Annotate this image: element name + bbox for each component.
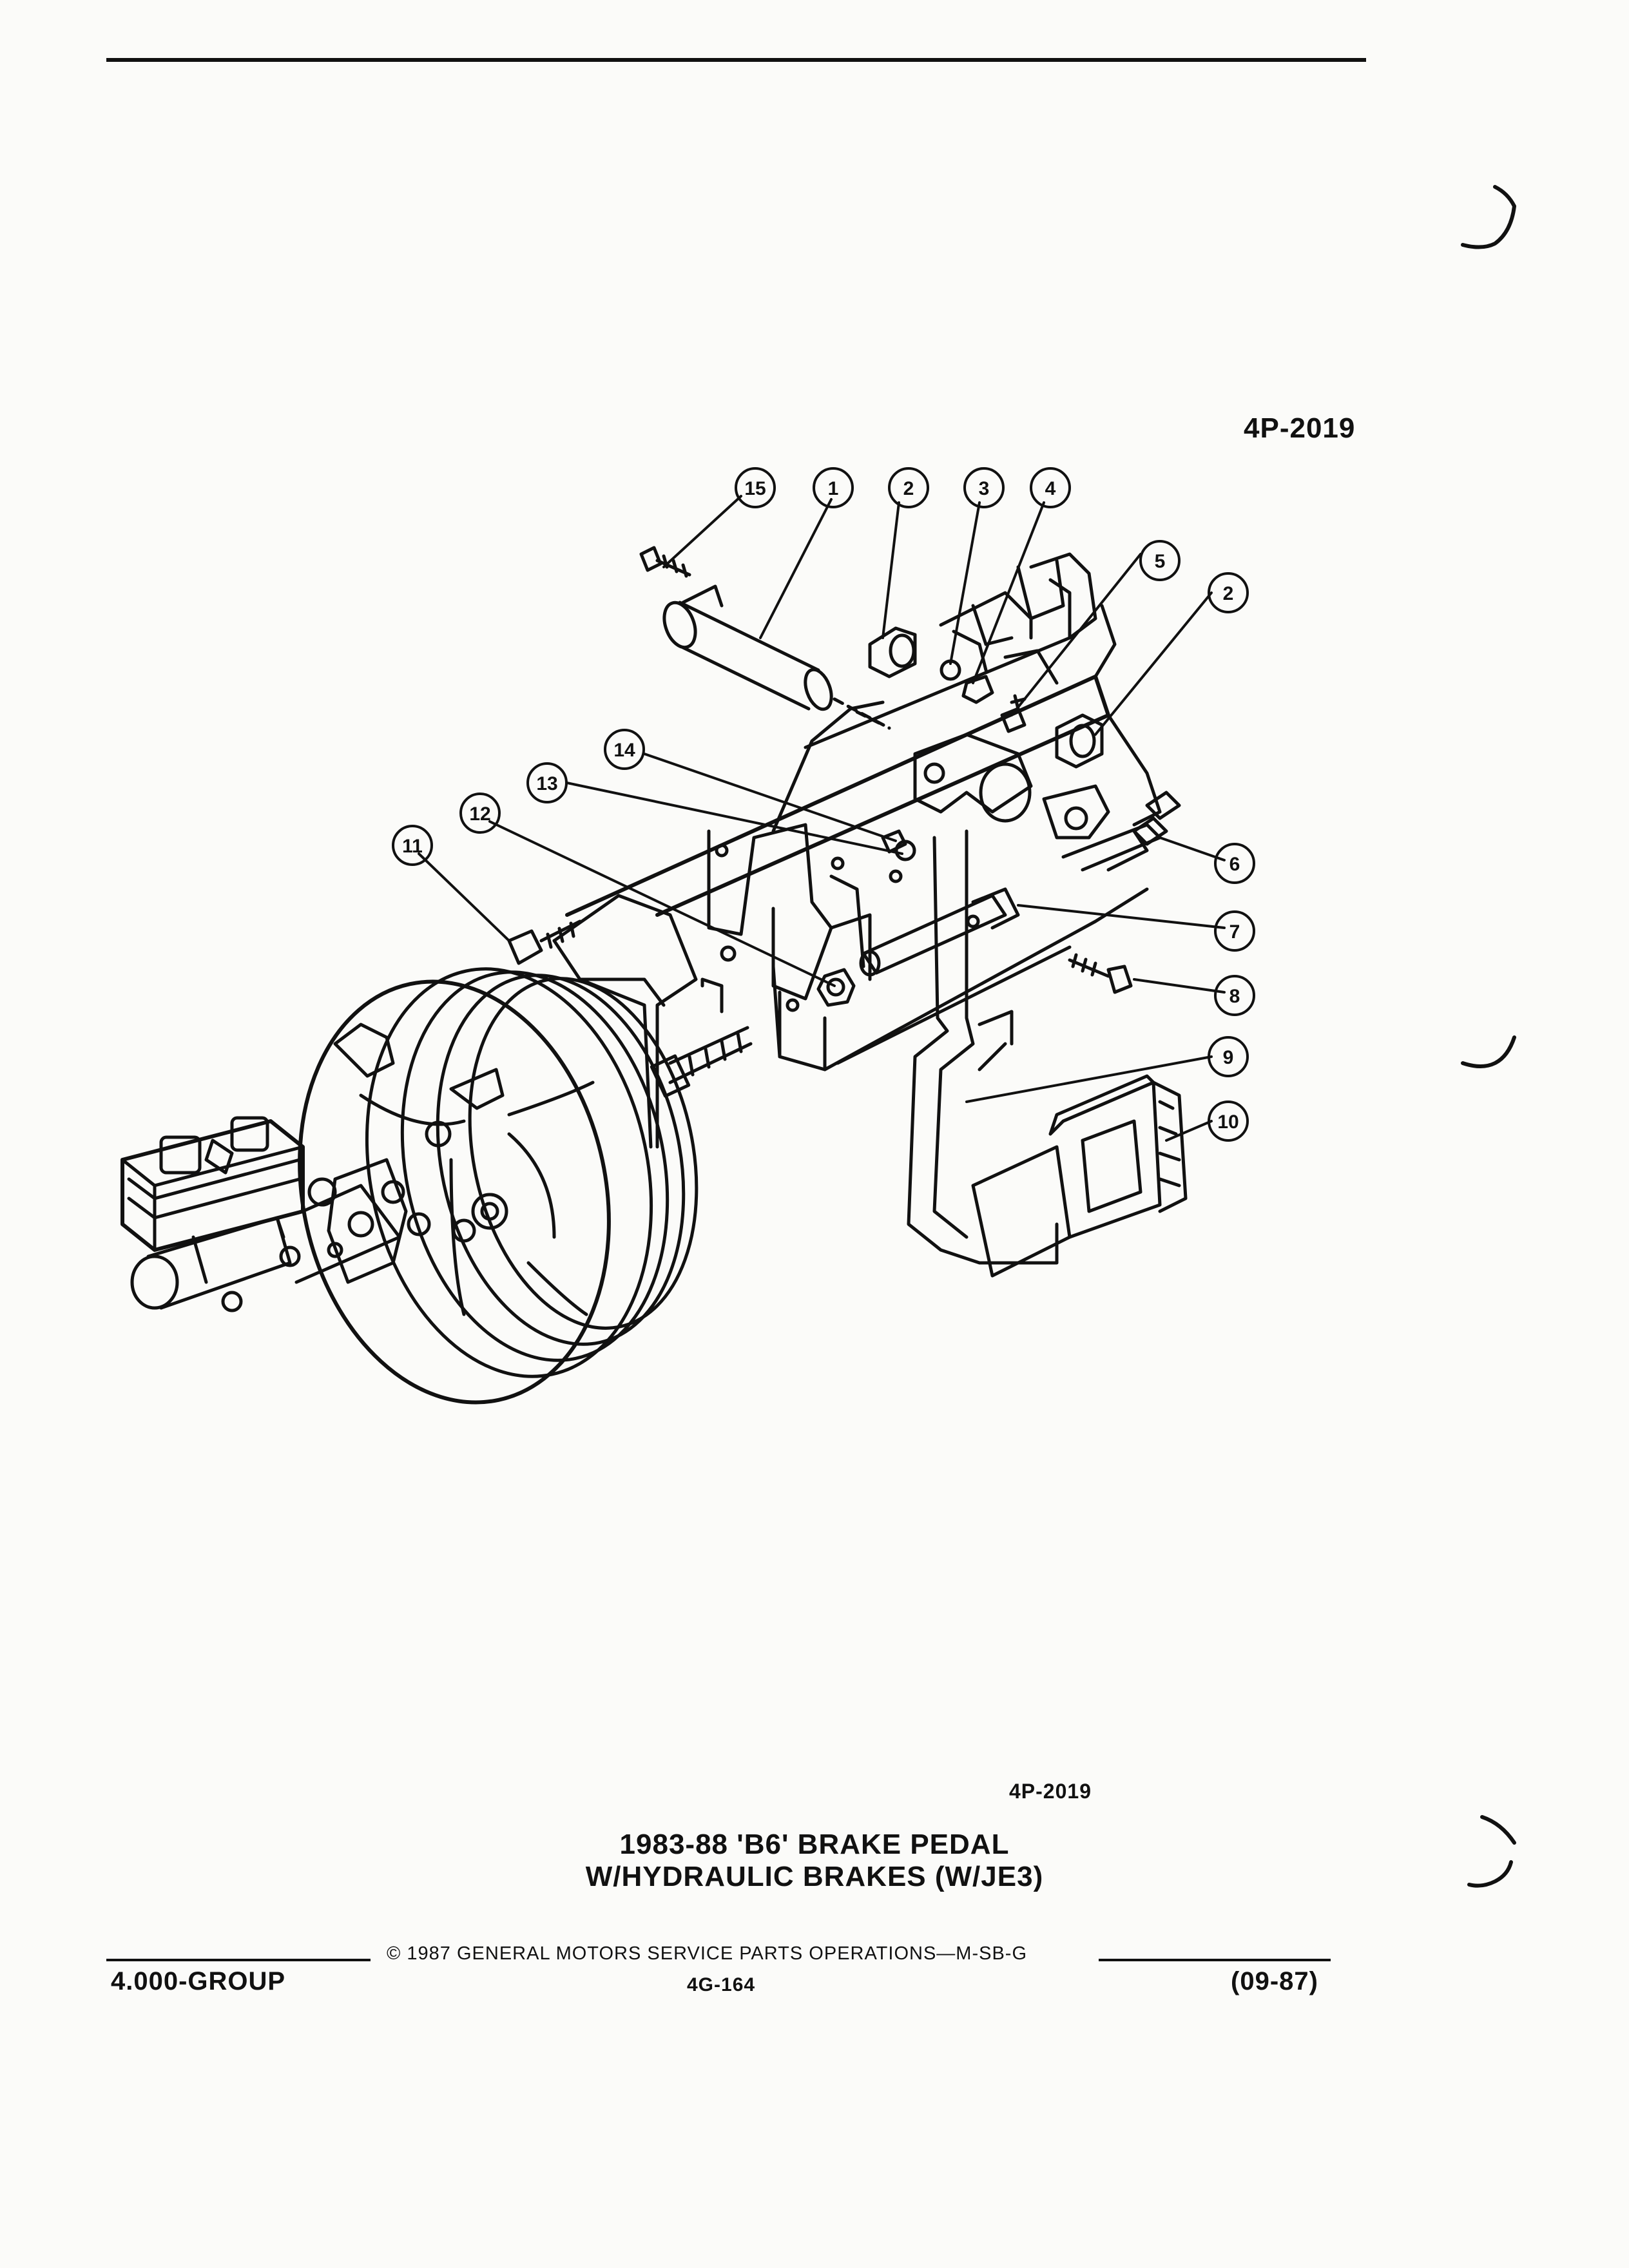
- svg-text:15: 15: [744, 478, 766, 499]
- footer-rule-right: [1099, 1959, 1331, 1961]
- callout-1: 1: [813, 467, 854, 508]
- pedal-support-bracket: [552, 552, 1162, 1149]
- nut-12: [816, 968, 856, 1007]
- svg-text:4: 4: [1045, 478, 1056, 499]
- washer-13: [894, 840, 916, 861]
- svg-text:13: 13: [536, 773, 557, 794]
- callout-9: 9: [1208, 1036, 1249, 1077]
- svg-text:10: 10: [1217, 1111, 1239, 1133]
- brake-pedal-arm-9: [907, 829, 1059, 1265]
- figure-caption-line2: W/HYDRAULIC BRAKES (W/JE3): [585, 1861, 1044, 1892]
- figure-caption-line1: 1983-88 'B6' BRAKE PEDAL: [619, 1829, 1010, 1860]
- vacuum-booster: [298, 967, 699, 1405]
- leader-lines: [418, 495, 1226, 1142]
- pedal-bushing-right: [1055, 713, 1104, 769]
- svg-text:8: 8: [1229, 986, 1240, 1007]
- callout-12: 12: [459, 793, 501, 834]
- scan-binding-marks: [1461, 185, 1516, 1888]
- master-cylinder: [120, 1116, 476, 1312]
- nut-14: [881, 829, 907, 854]
- pushrod-clevis-7: [859, 887, 1020, 977]
- svg-text:11: 11: [402, 836, 423, 857]
- svg-text:1: 1: [828, 478, 839, 499]
- callout-2-left: 2: [888, 467, 929, 508]
- svg-text:2: 2: [903, 478, 914, 499]
- page-number: 4G-164: [687, 1974, 756, 1995]
- callout-4: 4: [1030, 467, 1071, 508]
- group-number: 4.000-GROUP: [111, 1967, 286, 1995]
- callout-15: 15: [735, 467, 776, 508]
- callout-7: 7: [1214, 910, 1255, 952]
- callout-5: 5: [1139, 540, 1181, 581]
- svg-text:14: 14: [613, 740, 635, 761]
- callouts: 15 1 2 3 4 5 2 14 13 12 11 6 7 8 9 10: [392, 467, 1255, 1142]
- callout-8: 8: [1214, 975, 1255, 1016]
- stoplamp-switch-bracket-6: [1061, 791, 1181, 872]
- figure-reference-bottom: 4P-2019: [1009, 1780, 1092, 1803]
- svg-text:9: 9: [1223, 1047, 1234, 1068]
- svg-text:3: 3: [979, 478, 990, 499]
- callout-2-right: 2: [1208, 572, 1249, 613]
- pedal-pivot-shaft: [662, 584, 891, 730]
- svg-text:6: 6: [1229, 854, 1240, 875]
- figure-reference-top: 4P-2019: [1244, 412, 1356, 444]
- nut-4: [961, 675, 994, 704]
- bolt-8: [1068, 953, 1133, 994]
- copyright-line: © 1987 GENERAL MOTORS SERVICE PARTS OPER…: [387, 1943, 1027, 1964]
- svg-text:5: 5: [1155, 551, 1166, 572]
- callout-3: 3: [963, 467, 1005, 508]
- bolt-11: [507, 919, 582, 965]
- svg-text:2: 2: [1223, 583, 1234, 604]
- callout-13: 13: [526, 762, 568, 803]
- svg-text:7: 7: [1229, 921, 1240, 943]
- bolt-15: [639, 546, 691, 578]
- callout-11: 11: [392, 825, 433, 866]
- date-code: (09-87): [1231, 1967, 1318, 1995]
- pedal-bushing-left: [868, 626, 917, 678]
- callout-14: 14: [604, 729, 645, 770]
- callout-6: 6: [1214, 843, 1255, 884]
- footer-rule-left: [106, 1959, 371, 1961]
- callout-10: 10: [1208, 1100, 1249, 1142]
- header-rule: [106, 58, 1366, 62]
- pedal-pad-10: [971, 1074, 1188, 1278]
- svg-text:12: 12: [469, 803, 490, 825]
